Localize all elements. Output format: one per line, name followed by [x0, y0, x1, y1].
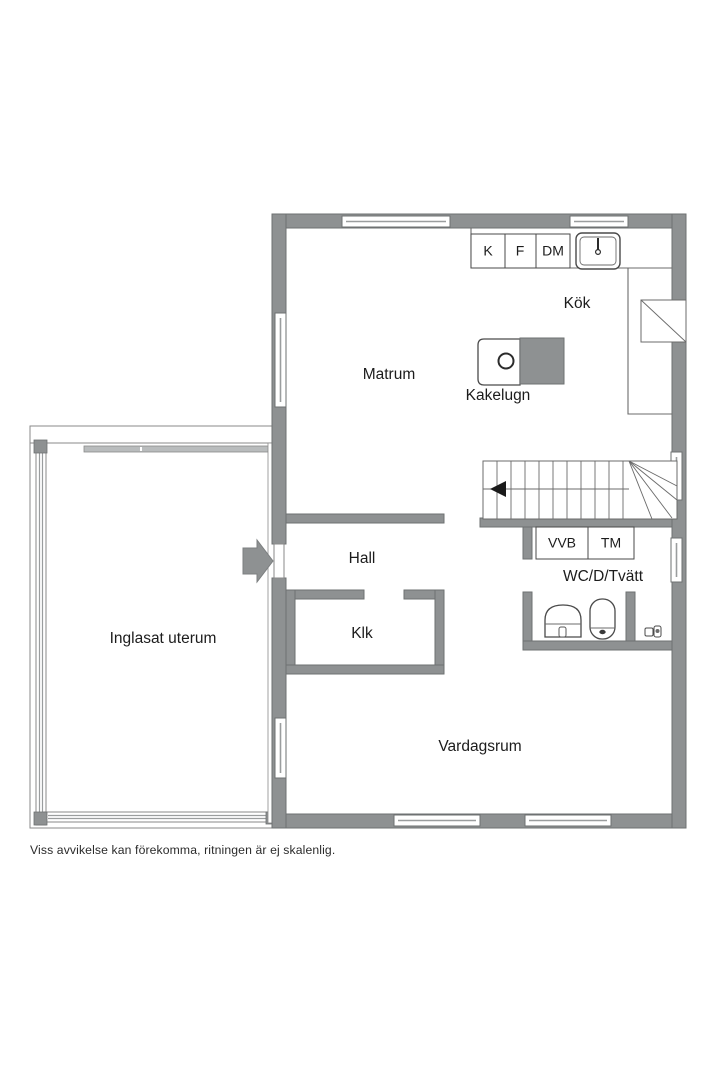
window-north-1	[341, 215, 451, 228]
appliance-label-dm: DM	[542, 243, 564, 259]
appliance-label-k: K	[483, 243, 493, 259]
window-south-2	[524, 814, 612, 827]
toilet-icon	[589, 598, 616, 640]
disclaimer-note: Viss avvikelse kan förekomma, ritningen …	[30, 843, 336, 857]
interior-walls	[285, 513, 673, 675]
kitchen-counter-group	[470, 228, 687, 415]
window-west-2	[274, 717, 287, 779]
window-west-1	[274, 312, 287, 408]
sink-icon	[575, 232, 621, 270]
appliance-label-vvb: VVB	[548, 535, 576, 551]
appliance-box-k	[470, 233, 506, 269]
room-label-wc: WC/D/Tvätt	[563, 568, 644, 585]
stair-direction-arrow-icon	[490, 481, 506, 497]
room-label-klk: Klk	[351, 625, 373, 642]
appliance-label-f: F	[516, 243, 525, 259]
room-label-kok: Kök	[564, 295, 591, 312]
staircase-group	[482, 460, 678, 520]
faucet-icon	[644, 625, 662, 638]
window-east-2	[670, 537, 683, 583]
conservatory-group	[29, 425, 279, 829]
window-south-1	[393, 814, 481, 827]
utility-boxes-group	[535, 526, 635, 560]
bathroom-fixtures-group	[544, 598, 662, 640]
entrance-arrow-icon	[242, 538, 274, 584]
tiled-stove-group	[477, 337, 565, 386]
room-label-vardagsrum: Vardagsrum	[438, 738, 521, 755]
window-north-2	[569, 215, 629, 228]
appliance-label-kakelugn: Kakelugn	[466, 387, 531, 404]
room-label-uterum: Inglasat uterum	[110, 630, 217, 647]
appliance-box-dm	[535, 233, 571, 269]
wash-basin-icon	[544, 604, 582, 638]
room-label-matrum: Matrum	[363, 366, 416, 383]
appliance-label-tm: TM	[601, 535, 621, 551]
room-label-hall: Hall	[349, 550, 376, 567]
